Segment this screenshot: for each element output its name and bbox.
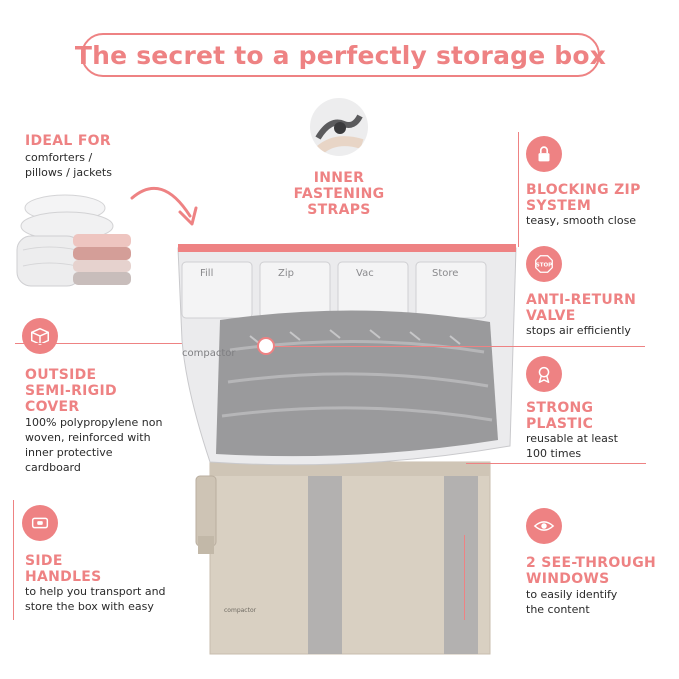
step-zip-label: Zip	[278, 268, 294, 279]
medal-icon	[526, 356, 562, 392]
valve-line-1: stops air efficiently	[526, 324, 631, 337]
plastic-heading-2: PLASTIC	[526, 416, 594, 432]
arrow-icon	[130, 186, 198, 226]
ideal-line-2: pillows / jackets	[25, 166, 112, 179]
zip-heading-2: SYSTEM	[526, 198, 592, 214]
windows-heading-1: 2 SEE-THROUGH	[526, 555, 657, 571]
windows-heading-2: WINDOWS	[526, 571, 610, 587]
storage-box-illustration: Fill Zip Vac Store compactor compactor	[177, 244, 517, 655]
handles-leader-line	[13, 500, 14, 620]
plastic-leader-line	[466, 463, 646, 464]
ideal-line-1: comforters /	[25, 151, 93, 164]
valve-heading-1: ANTI-RETURN	[526, 292, 637, 308]
ideal-heading: IDEAL FOR	[25, 133, 111, 149]
valve-heading-2: VALVE	[526, 308, 576, 324]
windows-line-1: to easily identify	[526, 588, 618, 601]
zip-heading-1: BLOCKING ZIP	[526, 182, 641, 198]
pillows-clothes-illustration	[16, 194, 131, 287]
handle-icon	[22, 505, 58, 541]
straps-heading-2: FASTENING	[293, 186, 385, 202]
plastic-line-2: 100 times	[526, 447, 582, 460]
cover-line-3: inner protective	[25, 446, 113, 459]
straps-heading-3: STRAPS	[307, 202, 371, 218]
padlock-icon	[526, 136, 562, 172]
valve-leader-line	[275, 346, 645, 347]
handles-line-2: store the box with easy	[25, 600, 154, 613]
zip-line-1: teasy, smooth close	[526, 214, 637, 227]
handles-line-1: to help you transport and	[25, 585, 166, 598]
cover-line-4: cardboard	[25, 461, 81, 474]
cover-line-1: 100% polypropylene non	[25, 416, 163, 429]
plastic-heading-1: STRONG	[526, 400, 594, 416]
handles-heading-2: HANDLES	[25, 569, 102, 585]
windows-line-2: the content	[526, 603, 590, 616]
cover-heading-1: OUTSIDE	[25, 367, 97, 383]
eye-icon	[526, 508, 562, 544]
zip-leader-line	[518, 132, 519, 247]
step-vac-label: Vac	[356, 268, 374, 279]
straps-heading-1: INNER	[313, 170, 365, 186]
box-icon	[22, 318, 58, 354]
windows-leader-line	[464, 535, 465, 620]
stop-sign-icon: STOP	[526, 246, 562, 282]
cover-leader-line	[15, 343, 275, 344]
strap-photo	[310, 98, 368, 156]
step-store-label: Store	[432, 268, 458, 279]
cover-heading-3: COVER	[25, 399, 80, 415]
stop-sign-text: STOP	[536, 262, 552, 268]
page-title: The secret to a perfectly storage box	[74, 40, 607, 70]
handles-heading-1: SIDE	[25, 553, 63, 569]
cover-line-2: woven, reinforced with	[25, 431, 151, 444]
step-fill-label: Fill	[200, 268, 213, 279]
title-banner: The secret to a perfectly storage box	[75, 33, 606, 77]
plastic-line-1: reusable at least	[526, 432, 618, 445]
cover-heading-2: SEMI-RIGID	[25, 383, 117, 399]
box-brand-label: compactor	[224, 607, 257, 614]
bag-brand-label: compactor	[182, 348, 236, 359]
